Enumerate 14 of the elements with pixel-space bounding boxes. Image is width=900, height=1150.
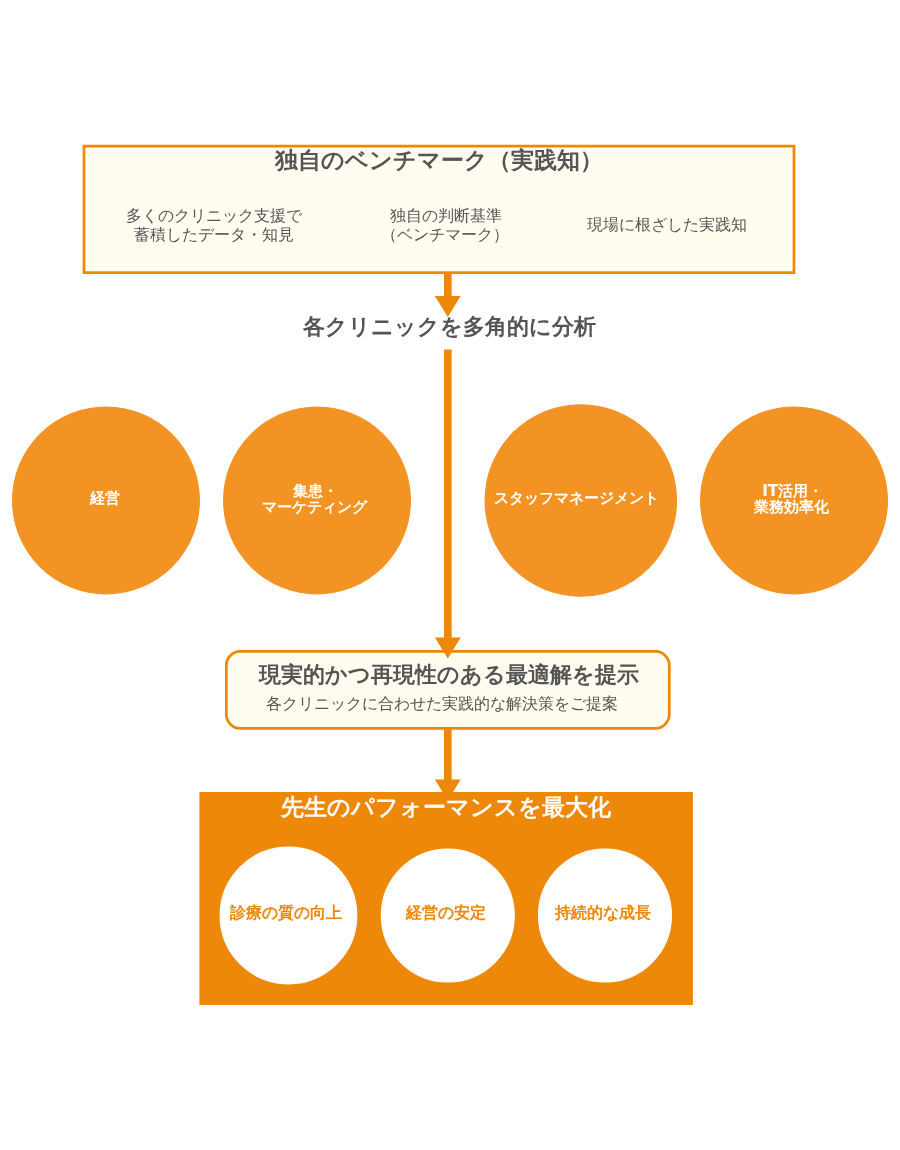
node-text: 独自の判断基準（ベンチマーク） [381,205,510,244]
node-box: 現実的かつ再現性のある最適解を提示 各クリニックに合わせた実践的な解決策をご提案 [224,649,671,730]
node-circle: スタッフマネージメント [484,404,678,597]
node-circle: 持続的な成長 [537,848,672,983]
node-circle: 診療の質の向上 [219,846,358,985]
arrow [434,728,461,801]
node-circle: 集患・マーケティング [223,406,411,595]
node-text: 現場に根ざした実践知 [586,215,747,235]
node-circle: IT活用・業務効率化 [700,406,888,595]
arrow [434,272,461,318]
node-circle: 経営 [12,406,200,595]
node-circle: 経営の安定 [380,848,515,983]
node-text: 各クリニックを多角的に分析 [302,314,596,340]
node-text: 多くのクリニック支援で蓄積したデータ・知見 [125,205,302,244]
